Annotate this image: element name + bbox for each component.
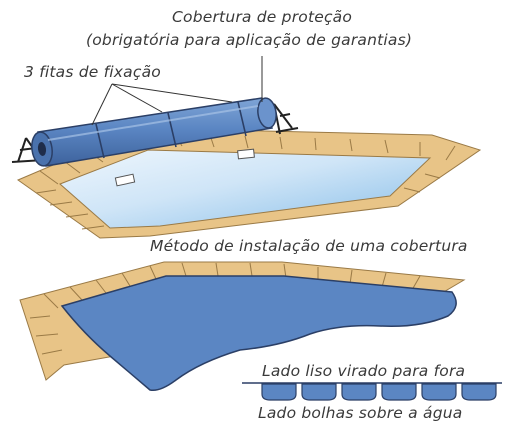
reel-stand-right: [273, 103, 299, 135]
leader-lines: [91, 56, 263, 126]
smooth-side-label: Lado liso virado para fora: [262, 362, 466, 380]
bottom-pool: [19, 261, 466, 392]
top-pool-water: [59, 149, 432, 229]
skimmer-left: [114, 173, 136, 187]
straps-label: 3 fitas de fixação: [24, 63, 161, 81]
bottom-pool-cover: [60, 275, 457, 392]
rolled-cover-end-right: [257, 97, 277, 129]
bubble-cross-section: [242, 382, 502, 401]
skimmer-right: [237, 148, 255, 160]
rolled-cover: [31, 97, 277, 167]
cover-title-line1: Cobertura de proteção: [172, 8, 353, 26]
bubble-side-label: Lado bolhas sobre a água: [258, 404, 463, 422]
strap-3: [237, 101, 247, 137]
bubbles: [261, 383, 497, 401]
strap-1: [95, 123, 105, 159]
bottom-pool-tile-lines: [29, 262, 421, 355]
top-pool: [11, 56, 482, 239]
strap-2: [167, 112, 177, 148]
install-method-caption: Método de instalação de uma cobertura: [150, 237, 468, 255]
cover-title-line2: (obrigatória para aplicação de garantias…: [86, 31, 413, 49]
